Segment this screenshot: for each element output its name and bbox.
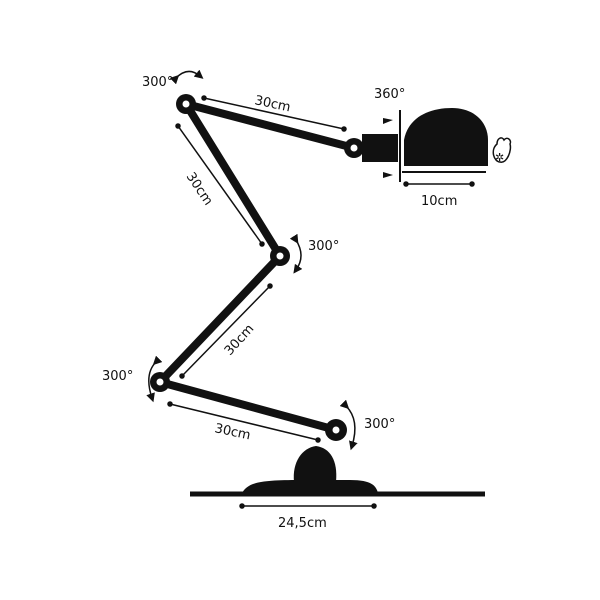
arm-bottom: [156, 378, 340, 434]
bulb-icon: ✲: [492, 137, 512, 164]
lamp-base: [242, 446, 378, 493]
label-rotation-top-left: 300°: [142, 75, 173, 90]
label-shade-width: 10cm: [421, 194, 457, 209]
arm-middle: [156, 252, 284, 386]
joint-base: [325, 419, 347, 441]
joint-top-left: [176, 94, 196, 114]
label-arm-bottom: 30cm: [213, 421, 252, 443]
lamp-arms: [156, 100, 358, 434]
joint-middle: [270, 246, 290, 266]
arm-upper-left: [182, 100, 284, 260]
label-rotation-shade: 360°: [374, 87, 405, 102]
label-arm-upper-left: 30cm: [183, 170, 216, 209]
label-rotation-base: 300°: [364, 417, 395, 432]
label-base-width: 24,5cm: [278, 516, 327, 531]
label-rotation-middle: 300°: [308, 239, 339, 254]
arm-top: [182, 100, 358, 152]
svg-text:✲: ✲: [495, 151, 504, 164]
label-rotation-lower-left: 300°: [102, 369, 133, 384]
joint-lower-left: [150, 372, 170, 392]
dimension-lines: [167, 95, 475, 509]
label-arm-middle: 30cm: [222, 322, 257, 359]
lamp-shade: [362, 108, 488, 182]
joint-shade: [344, 138, 364, 158]
rotation-arrows: [146, 69, 358, 451]
label-arm-top: 30cm: [253, 93, 292, 115]
